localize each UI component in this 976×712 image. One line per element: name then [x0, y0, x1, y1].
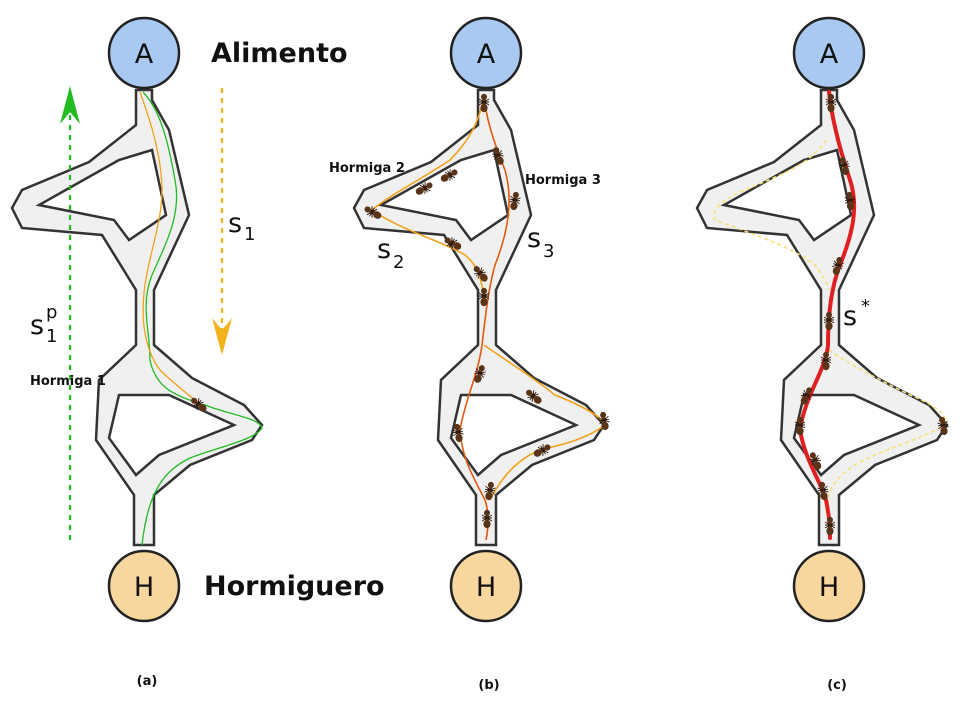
s-star-superscript: *: [861, 296, 870, 317]
green-arrowhead-icon: [60, 86, 80, 124]
s1p-symbol: s: [30, 310, 44, 341]
food-node-label: A: [135, 39, 154, 70]
food-node-label: A: [820, 39, 839, 70]
food-node: [107, 16, 181, 90]
ant3-label: Hormiga 3: [525, 173, 601, 188]
caption-a: (a): [137, 674, 158, 689]
ant2-label: Hormiga 2: [329, 161, 405, 176]
s1-symbol: s: [228, 208, 242, 239]
green-return-path: [141, 91, 263, 546]
nest-node: [107, 549, 181, 623]
s1-subscript: 1: [244, 224, 255, 245]
caption-b: (b): [478, 678, 499, 693]
nest-node: [792, 549, 866, 623]
s1p-subscript: 1: [46, 326, 57, 347]
food-node-label: A: [477, 39, 496, 70]
nest-node-label: H: [476, 572, 496, 603]
nest-node-label: H: [819, 572, 839, 603]
nest-label: Hormiguero: [204, 571, 385, 602]
orange-path-main: [459, 94, 510, 541]
panel-a: A H Alimento Hormiguero Hormiga 1 s 1 s …: [10, 16, 385, 689]
panel-b: A H Hormiga 2 Hormiga 3 s 2 s 3 (b): [329, 16, 612, 693]
s3-symbol: s: [527, 223, 541, 254]
orange-arrowhead-icon: [212, 318, 232, 355]
s-star-symbol: s: [843, 301, 857, 332]
food-node: [792, 16, 866, 90]
s3-subscript: 3: [543, 241, 554, 262]
corridor-b: [352, 88, 606, 547]
panel-c: A H s * (c): [695, 16, 951, 693]
nest-node: [449, 549, 523, 623]
ant1-label: Hormiga 1: [30, 374, 106, 389]
s2-subscript: 2: [393, 252, 404, 273]
s1p-superscript: p: [46, 302, 57, 323]
s2-symbol: s: [377, 234, 391, 265]
corridor-c: [695, 88, 949, 547]
yellow-dashed-path-upper: [713, 139, 830, 291]
nest-node-label: H: [134, 572, 154, 603]
food-label: Alimento: [211, 38, 348, 69]
orange-forward-path: [139, 91, 201, 406]
caption-c: (c): [827, 678, 847, 693]
food-node: [449, 16, 523, 90]
